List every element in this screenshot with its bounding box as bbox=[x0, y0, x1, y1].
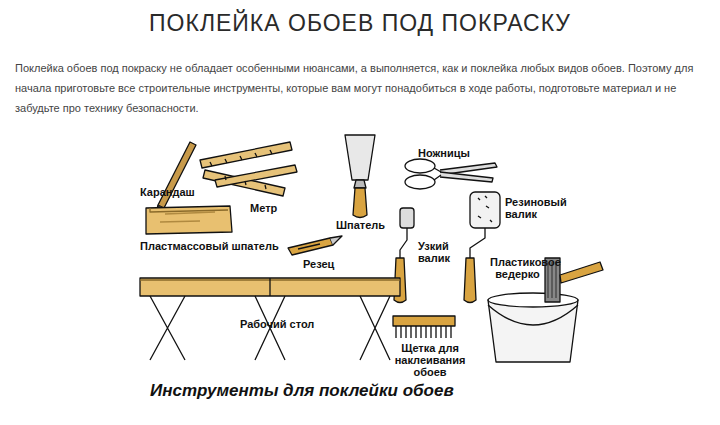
tool-label: Пластмассовый шпатель bbox=[140, 240, 279, 252]
tool-label: Карандаш bbox=[140, 186, 195, 198]
tool-label: Узкий валик bbox=[418, 240, 463, 264]
tool-label: Рабочий стол bbox=[240, 318, 314, 330]
tool-label: Резец bbox=[303, 258, 334, 270]
page-title: ПОКЛЕЙКА ОБОЕВ ПОД ПОКРАСКУ bbox=[0, 10, 720, 37]
intro-paragraph: Поклейка обоев под покраску не обладает … bbox=[15, 58, 710, 118]
tool-label: Пластиковое ведерко bbox=[490, 256, 545, 280]
tool-label: Метр bbox=[250, 202, 277, 214]
figure-caption: Инструменты для поклейки обоев bbox=[150, 381, 454, 401]
tool-label: Щетка для наклеивания обоев bbox=[390, 342, 470, 378]
tool-label: Резиновый валик bbox=[505, 196, 580, 220]
tool-label: Шпатель bbox=[336, 219, 385, 231]
tool-label: Ножницы bbox=[418, 147, 470, 159]
